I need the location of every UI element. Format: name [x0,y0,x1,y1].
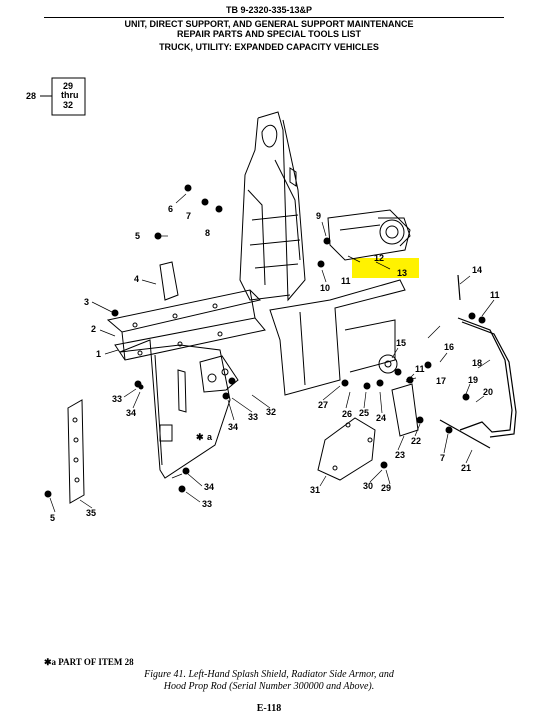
body-frame [239,111,306,302]
callout-33-c: 33 [202,499,212,509]
cover-plate [317,417,376,481]
footnote-text: PART OF ITEM 28 [58,657,134,667]
callout-labels: 6 7 8 9 5 12 13 14 11 4 10 3 2 15 16 1 1… [50,204,500,523]
callout-11-c: 11 [490,290,500,300]
footnote: ✱a PART OF ITEM 28 [44,657,134,668]
callout-16: 16 [444,342,454,352]
callout-7-b: 7 [440,453,445,463]
vertical-plate [67,399,85,504]
callout-25: 25 [359,408,369,418]
header-line-3: TRUCK, UTILITY: EXPANDED CAPACITY VEHICL… [159,42,379,52]
hood-prop-rod [439,274,517,449]
callout-27: 27 [318,400,328,410]
radiator-assembly [327,209,411,261]
callout-31: 31 [310,485,320,495]
footnote-mark: ✱a [44,657,57,667]
callout-3: 3 [84,297,89,307]
callout-29: 29 [381,483,391,493]
callout-5: 5 [135,231,140,241]
highlight-box [352,258,419,278]
callout-5-b: 5 [50,513,55,523]
callout-32: 32 [266,407,276,417]
callout-26: 26 [342,409,352,419]
figure-caption-line-2: Hood Prop Rod (Serial Number 300000 and … [163,681,375,692]
callout-18: 18 [472,358,482,368]
item-group-bracket: 28 29 thru 32 [26,77,86,116]
page-number: E-118 [256,703,282,714]
header-line-2: REPAIR PARTS AND SPECIAL TOOLS LIST [176,29,362,39]
callout-19: 19 [468,375,478,385]
callout-34-c: 34 [204,482,214,492]
callout-6: 6 [168,204,173,214]
prop-bracket [269,279,406,396]
callout-15: 15 [396,338,406,348]
callout-35: 35 [86,508,96,518]
callout-4: 4 [134,274,139,284]
side-armor-plate [119,339,239,479]
callout-30: 30 [363,481,373,491]
callout-12: 12 [374,253,384,263]
callout-2: 2 [91,324,96,334]
callout-8: 8 [205,228,210,238]
callout-11-b: 11 [415,364,425,374]
header-line-1: UNIT, DIRECT SUPPORT, AND GENERAL SUPPOR… [124,19,414,29]
header-rule [44,17,504,18]
callout-10: 10 [320,283,330,293]
splash-shield [106,289,266,361]
callout-9: 9 [316,211,321,221]
callout-23: 23 [395,450,405,460]
callout-a: a [207,432,213,442]
callout-34-b: 34 [228,422,238,432]
callout-a-star: ✱ [196,432,204,442]
callout-24: 24 [376,413,386,423]
callout-17: 17 [436,376,446,386]
small-brackets [159,261,419,437]
callout-33-b: 33 [248,412,258,422]
callout-13: 13 [397,268,407,278]
leader-lines [49,193,495,513]
callout-34-a: 34 [126,408,136,418]
bracket-left-label: 28 [26,91,36,101]
fasteners [44,184,486,498]
callout-14: 14 [472,265,482,275]
callout-11: 11 [341,276,351,286]
bracket-right-mid: thru [61,90,79,100]
bracket-right-top: 29 [63,81,73,91]
callout-22: 22 [411,436,421,446]
callout-21: 21 [461,463,471,473]
callout-33-a: 33 [112,394,122,404]
callout-7: 7 [186,211,191,221]
callout-20: 20 [483,387,493,397]
bracket-right-bottom: 32 [63,100,73,110]
callout-1: 1 [96,349,101,359]
tb-number: TB 9-2320-335-13&P [225,5,313,15]
figure-caption-line-1: Figure 41. Left-Hand Splash Shield, Radi… [144,669,394,680]
